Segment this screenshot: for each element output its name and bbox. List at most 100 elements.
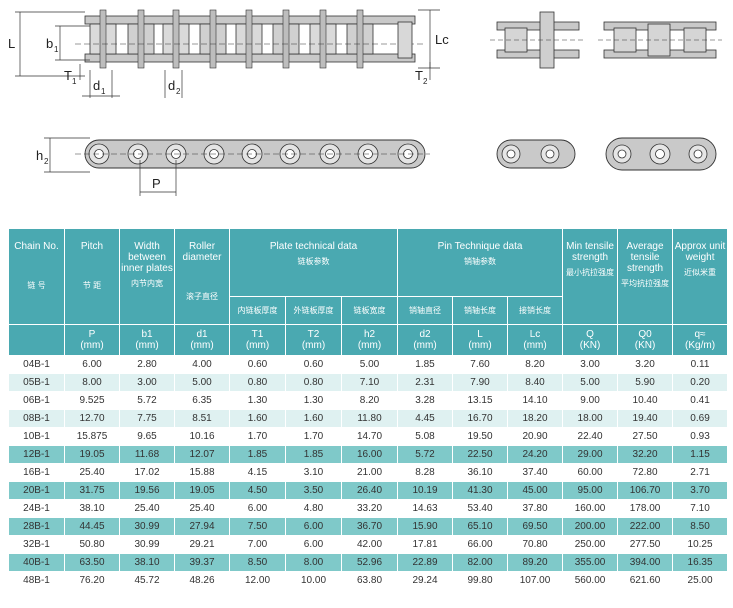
table-cell: 14.10 xyxy=(507,391,564,410)
table-cell: 11.68 xyxy=(119,445,175,464)
header-unit-blank xyxy=(8,324,65,356)
table-cell: 50.80 xyxy=(64,535,120,554)
chain-spec-table: Chain No. 链 号 Pitch 节 距 Width between in… xyxy=(8,228,729,590)
table-cell: 19.50 xyxy=(452,427,509,446)
table-cell: 5.72 xyxy=(397,445,454,464)
table-cell: 32.20 xyxy=(617,445,674,464)
table-cell: 8.28 xyxy=(397,463,454,482)
header-d2-cn: 销轴直径 xyxy=(397,296,454,325)
table-cell: 18.00 xyxy=(562,409,619,428)
table-cell: 69.50 xyxy=(507,517,564,536)
table-cell: 18.20 xyxy=(507,409,564,428)
table-cell: 9.525 xyxy=(64,391,120,410)
table-cell: 22.89 xyxy=(397,553,454,572)
table-cell: 21.00 xyxy=(340,463,399,482)
table-cell: 0.80 xyxy=(285,373,342,392)
table-cell: 3.10 xyxy=(285,463,342,482)
table-cell: 3.00 xyxy=(119,373,175,392)
table-cell: 250.00 xyxy=(562,535,619,554)
table-cell: 3.70 xyxy=(672,481,729,500)
table-cell: 1.60 xyxy=(285,409,342,428)
table-cell: 7.50 xyxy=(229,517,286,536)
table-cell: 10.25 xyxy=(672,535,729,554)
header-width: Width between inner plates 内节内宽 xyxy=(119,228,175,325)
offset-link-top-view xyxy=(598,21,722,59)
table-cell: 15.875 xyxy=(64,427,120,446)
table-cell: 5.00 xyxy=(340,355,399,374)
table-cell: 29.00 xyxy=(562,445,619,464)
unit-header: d2(mm) xyxy=(397,324,454,356)
table-cell: 222.00 xyxy=(617,517,674,536)
svg-text:1: 1 xyxy=(101,87,106,96)
table-cell: 30.99 xyxy=(119,535,175,554)
chain-drawings: L b 1 T 1 d 1 d 2 Lc T 2 h 2 P xyxy=(8,9,722,196)
unit-header: d1(mm) xyxy=(174,324,230,356)
table-cell: 3.00 xyxy=(562,355,619,374)
table-cell: 5.00 xyxy=(562,373,619,392)
table-cell: 8.40 xyxy=(507,373,564,392)
table-cell: 1.85 xyxy=(397,355,454,374)
unit-header: Q(KN) xyxy=(562,324,619,356)
table-cell: 11.80 xyxy=(340,409,399,428)
table-cell: 9.00 xyxy=(562,391,619,410)
table-cell: 16.00 xyxy=(340,445,399,464)
header-lc-cn: 接销长度 xyxy=(507,296,564,325)
header-h2-cn: 链板宽度 xyxy=(340,296,399,325)
chain-side-view xyxy=(75,139,430,169)
chain-model-cell: 06B-1 xyxy=(8,391,65,410)
table-cell: 65.10 xyxy=(452,517,509,536)
header-roller: Roller diameter 滚子直径 xyxy=(174,228,230,325)
table-cell: 53.40 xyxy=(452,499,509,518)
table-cell: 19.56 xyxy=(119,481,175,500)
header-pitch: Pitch 节 距 xyxy=(64,228,120,325)
table-cell: 0.60 xyxy=(229,355,286,374)
table-cell: 0.80 xyxy=(229,373,286,392)
unit-header: L(mm) xyxy=(452,324,509,356)
table-cell: 10.00 xyxy=(285,571,342,590)
table-cell: 3.20 xyxy=(617,355,674,374)
pin-top xyxy=(245,9,253,69)
table-cell: 1.85 xyxy=(229,445,286,464)
unit-header: q≈(Kg/m) xyxy=(672,324,729,356)
table-cell: 16.35 xyxy=(672,553,729,572)
table-cell: 31.75 xyxy=(64,481,120,500)
table-cell: 13.15 xyxy=(452,391,509,410)
table-cell: 19.05 xyxy=(174,481,230,500)
header-weight: Approx unit weight 近似米重 xyxy=(672,228,729,325)
table-cell: 4.00 xyxy=(174,355,230,374)
table-cell: 39.37 xyxy=(174,553,230,572)
dim-label-T1: T xyxy=(64,68,72,83)
table-cell: 5.72 xyxy=(119,391,175,410)
chain-model-cell: 16B-1 xyxy=(8,463,65,482)
table-cell: 19.40 xyxy=(617,409,674,428)
table-cell: 37.40 xyxy=(507,463,564,482)
dimension-lines-top xyxy=(15,9,440,98)
table-cell: 4.50 xyxy=(229,481,286,500)
offset-link-side-view xyxy=(605,137,717,171)
table-cell: 106.70 xyxy=(617,481,674,500)
table-cell: 0.60 xyxy=(285,355,342,374)
table-cell: 25.00 xyxy=(672,571,729,590)
table-cell: 2.80 xyxy=(119,355,175,374)
table-cell: 9.65 xyxy=(119,427,175,446)
unit-header: b1(mm) xyxy=(119,324,175,356)
table-cell: 5.08 xyxy=(397,427,454,446)
chain-model-cell: 10B-1 xyxy=(8,427,65,446)
unit-header: Lc(mm) xyxy=(507,324,564,356)
table-cell: 42.00 xyxy=(340,535,399,554)
table-cell: 1.85 xyxy=(285,445,342,464)
table-cell: 45.72 xyxy=(119,571,175,590)
table-cell: 4.15 xyxy=(229,463,286,482)
table-cell: 7.10 xyxy=(340,373,399,392)
dim-label-Lc: Lc xyxy=(435,32,449,47)
chain-model-cell: 05B-1 xyxy=(8,373,65,392)
table-cell: 1.70 xyxy=(285,427,342,446)
table-cell: 5.90 xyxy=(617,373,674,392)
table-cell: 15.90 xyxy=(397,517,454,536)
table-cell: 29.24 xyxy=(397,571,454,590)
table-cell: 44.45 xyxy=(64,517,120,536)
table-cell: 45.00 xyxy=(507,481,564,500)
